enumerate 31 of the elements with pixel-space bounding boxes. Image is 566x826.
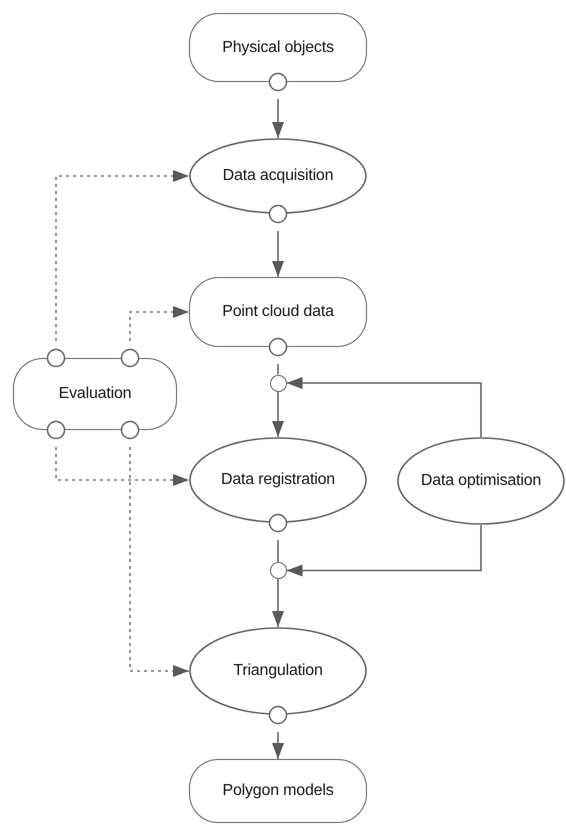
- node-label: Triangulation: [233, 662, 323, 680]
- junction-circle: [270, 374, 286, 392]
- arrow: [272, 732, 284, 759]
- arrow: [272, 231, 284, 277]
- process-ellipse: [397, 437, 565, 525]
- arrow: [272, 579, 284, 627]
- dashed-arrow: [55, 170, 189, 341]
- rounded-box: [189, 13, 367, 82]
- node-label: Physical objects: [222, 38, 334, 56]
- node-label: Data optimisation: [420, 472, 542, 490]
- node-label: Polygon models: [222, 782, 334, 800]
- process-ellipse: [189, 627, 367, 715]
- arrow: [286, 377, 482, 437]
- rounded-box: [189, 277, 367, 347]
- connector-line: [277, 540, 279, 562]
- node-label: Data acquisition: [222, 167, 334, 185]
- dashed-arrow: [55, 447, 189, 486]
- node-label: Evaluation: [58, 385, 132, 403]
- arrow: [272, 392, 284, 437]
- arrow: [286, 525, 482, 576]
- node-label: Point cloud data: [222, 303, 334, 321]
- dashed-arrow: [129, 306, 189, 341]
- rounded-box: [189, 759, 367, 823]
- dashed-arrow: [129, 447, 189, 677]
- junction-circle: [270, 562, 286, 579]
- process-ellipse: [189, 138, 367, 214]
- node-label: Data registration: [221, 471, 335, 489]
- process-ellipse: [189, 437, 367, 523]
- rounded-box: [13, 358, 177, 430]
- connector-line: [277, 364, 279, 374]
- arrow: [272, 99, 284, 138]
